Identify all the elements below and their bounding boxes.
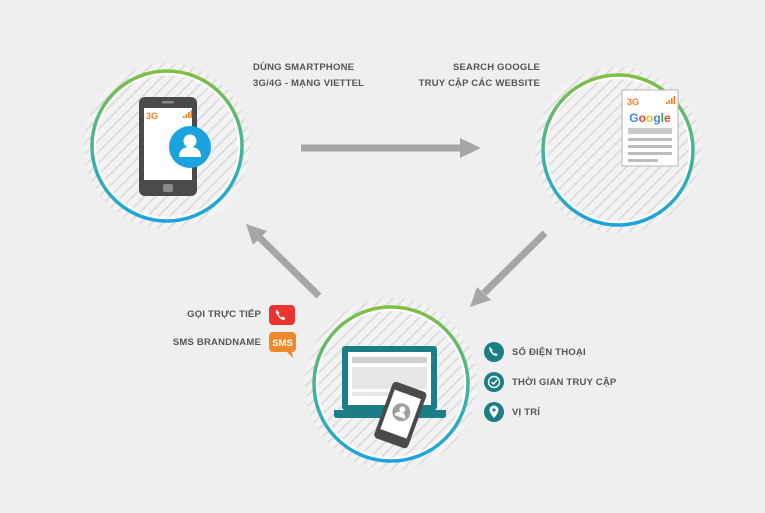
google-label-line1: SEARCH GOOGLE xyxy=(452,62,540,73)
network-badge: 3G xyxy=(146,111,158,121)
small-phone-icon xyxy=(374,381,427,449)
google-label-line2: TRUY CẬP CÁC WEBSITE xyxy=(418,78,540,89)
arrow-data-to-smartphone xyxy=(246,224,322,299)
smartphone-icon: 3G xyxy=(139,97,211,196)
google-network-badge: 3G xyxy=(627,97,639,107)
sms-icon: SMS xyxy=(272,338,293,349)
access-time-label: THỜI GIAN TRUY CẬP xyxy=(512,377,617,388)
direct-call-label: GỌI TRỰC TIẾP xyxy=(187,309,261,320)
location-label: VỊ TRÍ xyxy=(512,407,541,418)
step-smartphone-circle xyxy=(84,63,250,229)
clock-check-icon xyxy=(487,375,501,389)
google-logo: Google xyxy=(629,111,671,125)
location-pin-icon xyxy=(489,405,499,418)
google-page-icon: 3G Google xyxy=(621,89,679,167)
arrow-smartphone-to-google xyxy=(301,138,481,158)
phone-number-icon-circle xyxy=(484,342,504,362)
location-icon-circle xyxy=(484,402,504,422)
sms-badge: SMS xyxy=(269,332,296,358)
call-badge xyxy=(269,305,295,325)
smartphone-label-line2: 3G/4G - MẠNG VIETTEL xyxy=(253,78,365,89)
arrow-google-to-data xyxy=(470,230,548,307)
phone-number-label: SỐ ĐIỆN THOẠI xyxy=(512,347,586,358)
access-time-icon-circle xyxy=(484,372,504,392)
phone-icon xyxy=(275,310,286,320)
phone-icon xyxy=(489,347,498,356)
sms-brandname-label: SMS BRANDNAME xyxy=(172,337,261,348)
smartphone-label-line1: DÙNG SMARTPHONE xyxy=(253,62,355,73)
